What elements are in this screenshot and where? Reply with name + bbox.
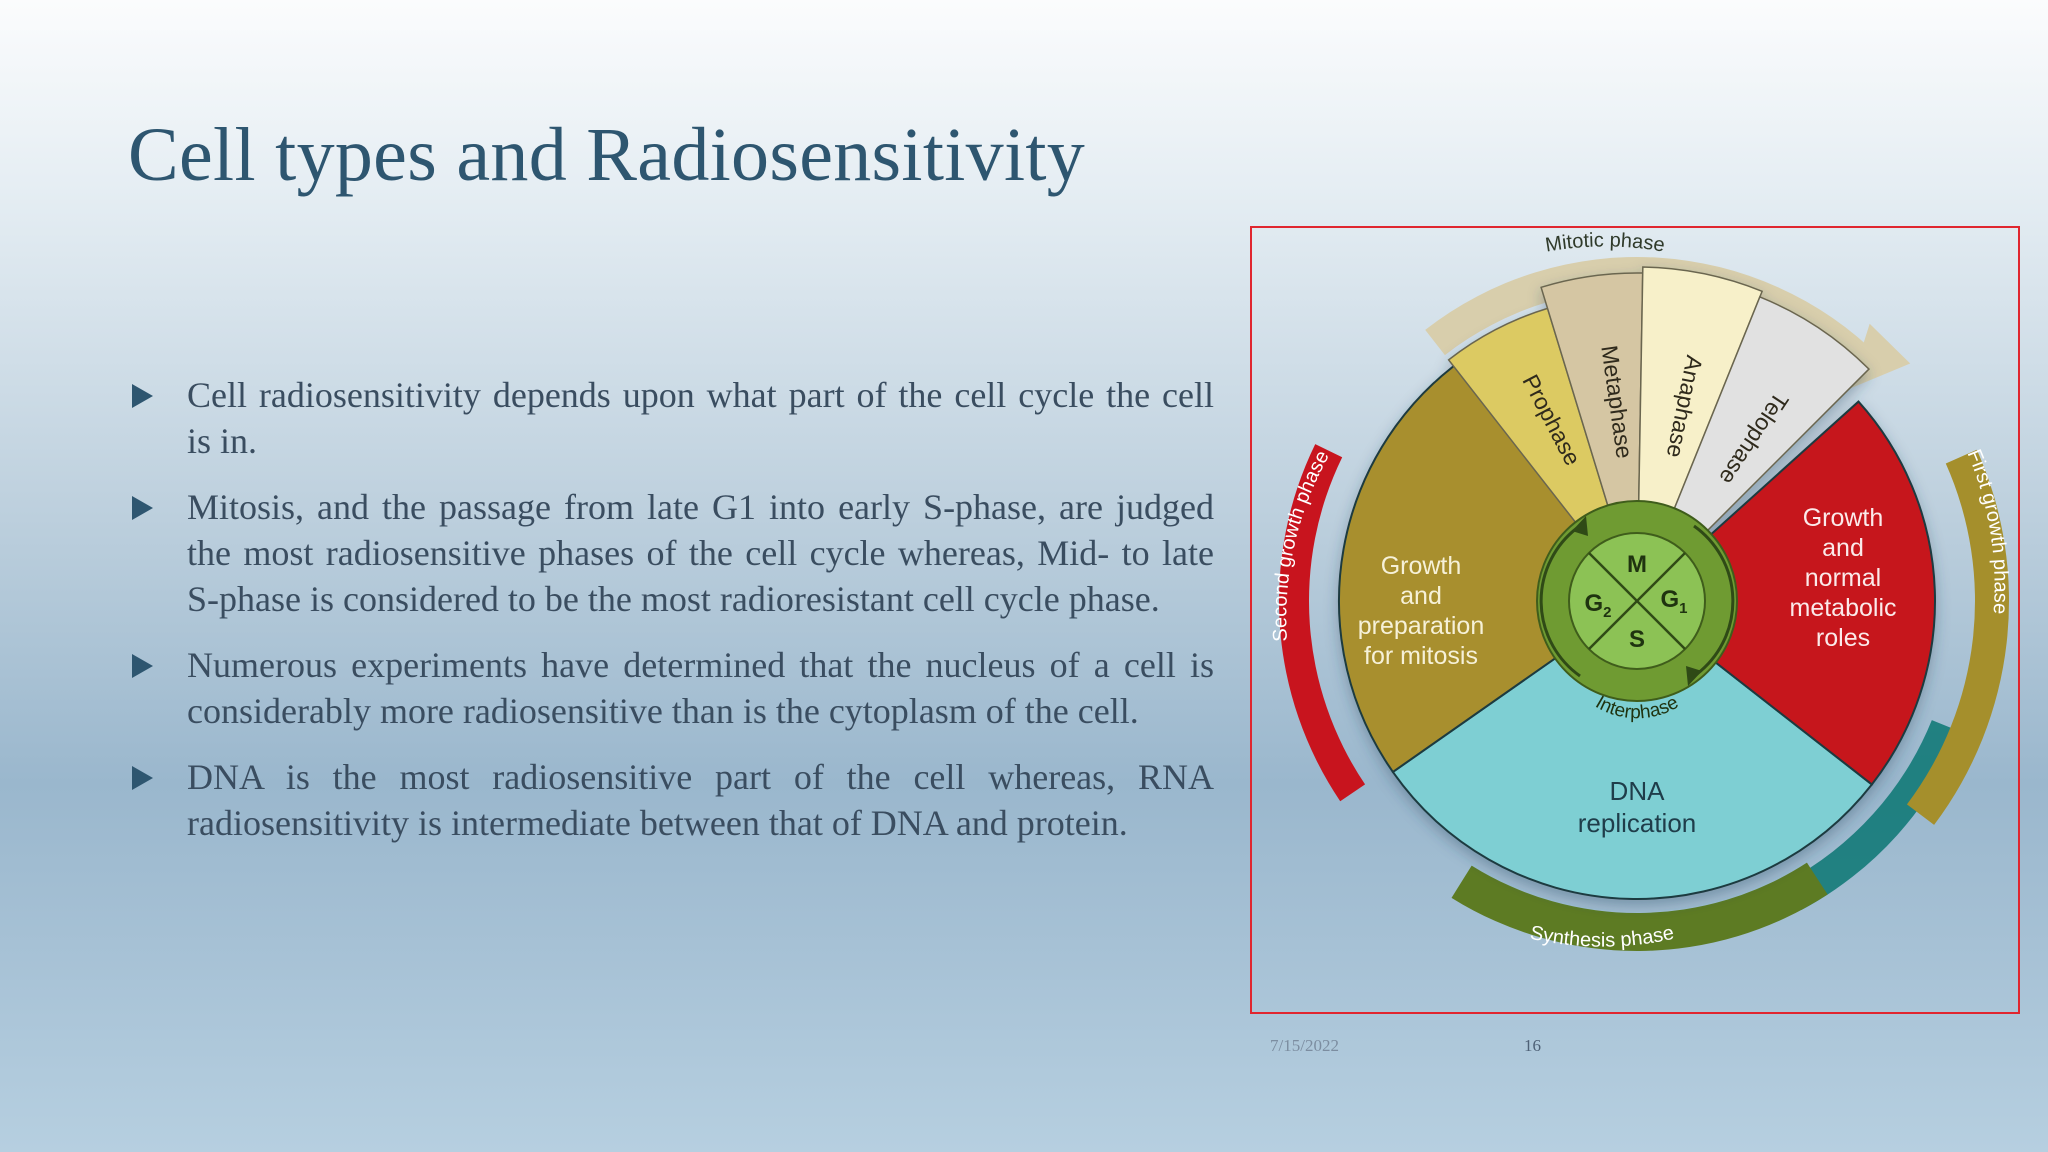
g2-phase-wedge: [1338, 355, 1639, 774]
g1-label-line: roles: [1816, 624, 1870, 652]
center-divider: [1588, 552, 1686, 650]
g2-label-line: and: [1400, 582, 1442, 610]
bullet-arrow-icon: [132, 654, 153, 678]
s-phase-label: DNA replication: [1578, 776, 1697, 838]
g1-label-line: metabolic: [1790, 594, 1897, 622]
bullet-arrow-icon: [132, 384, 153, 408]
bullet-arrow-icon: [132, 766, 153, 790]
g2-phase-label: Growth and preparation for mitosis: [1358, 552, 1484, 670]
footer-date: 7/15/2022: [1270, 1036, 1339, 1055]
g2-center-label: G2: [1584, 590, 1611, 621]
mitotic-phase-label: Mitotic phase: [1544, 229, 1667, 256]
m-label: M: [1627, 551, 1647, 578]
g1-label-line: normal: [1805, 564, 1881, 592]
g1-phase-label: Growth and normal metabolic roles: [1790, 504, 1897, 652]
second-growth-arrow: [1279, 444, 1366, 802]
bullet-text: DNA is the most radiosensitive part of t…: [187, 757, 1214, 843]
bullet-text: Cell radiosensitivity depends upon what …: [187, 375, 1214, 461]
mitotic-arrow: [1425, 257, 1881, 381]
s-label-line: DNA: [1610, 776, 1666, 806]
g1-center-label: G1: [1660, 586, 1687, 617]
footer-page-number: 16: [1524, 1036, 1541, 1055]
g1-phase-wedge: [1635, 400, 1936, 786]
g1-label-line: Growth: [1803, 504, 1884, 532]
g2-label-line: for mitosis: [1364, 642, 1478, 670]
bullet-item: Cell radiosensitivity depends upon what …: [128, 372, 1214, 464]
slide-title: Cell types and Radiosensitivity: [128, 113, 1086, 197]
teal-edge-band: [1786, 720, 1962, 911]
arrowhead-icon: [1686, 666, 1702, 686]
bullet-item: Mitosis, and the passage from late G1 in…: [128, 484, 1214, 622]
bullet-item: Numerous experiments have determined tha…: [128, 642, 1214, 734]
s-center-label: S: [1629, 626, 1645, 653]
arrowhead-icon: [1572, 516, 1588, 536]
s-phase-wedge: [1391, 599, 1874, 900]
cycle-arrow-right: [1693, 524, 1735, 676]
g2-label-line: preparation: [1358, 612, 1484, 640]
bullet-arrow-icon: [132, 496, 153, 520]
phase-arrows: [1279, 257, 2009, 952]
synthesis-arrow: [1451, 862, 1828, 952]
g1-label-line: and: [1822, 534, 1864, 562]
interphase-center: M G2 G1 S Interphase: [1536, 500, 1738, 723]
bullet-item: DNA is the most radiosensitive part of t…: [128, 754, 1214, 846]
cycle-arrow-left: [1539, 526, 1581, 678]
bullet-text: Numerous experiments have determined tha…: [187, 645, 1214, 731]
s-label-line: replication: [1578, 808, 1697, 838]
bullet-text: Mitosis, and the passage from late G1 in…: [187, 487, 1214, 619]
bullet-list: Cell radiosensitivity depends upon what …: [128, 372, 1214, 866]
g2-label-line: Growth: [1381, 552, 1462, 580]
first-growth-arrow: [1906, 449, 2009, 825]
